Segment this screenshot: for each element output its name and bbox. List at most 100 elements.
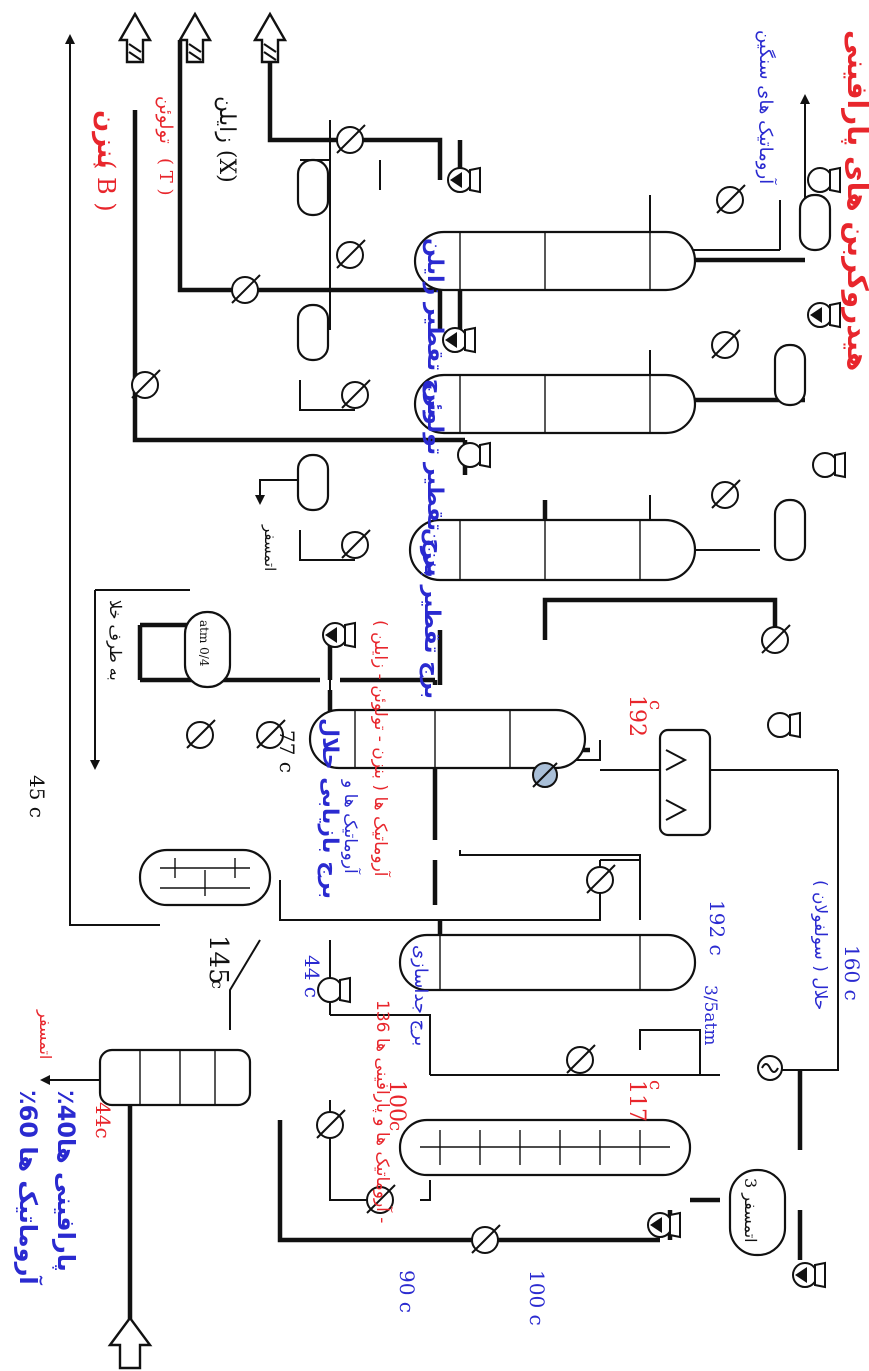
reflux-drum-1 <box>296 158 330 217</box>
temp-100c: 100 c <box>525 1270 549 1326</box>
hx-12 <box>186 719 216 749</box>
vacuum-drum <box>183 610 232 689</box>
heat-exchangers <box>131 124 791 1254</box>
pump-8 <box>767 711 801 739</box>
hx-15 <box>566 1044 596 1074</box>
feed-136-label: آروماتیک ها و پارافینی ها 136 - <box>372 1000 394 1223</box>
benzene-label: بنزن <box>91 110 121 169</box>
reflux-drum-3 <box>296 453 330 512</box>
pumps <box>317 166 846 1289</box>
column-label-stripper: برج جداسازی <box>410 945 431 1046</box>
feed-inlet-arrow <box>107 1315 153 1370</box>
arrow-vac-down <box>90 760 100 770</box>
feed-aromatics-label: ٪60 آروماتیک ها <box>14 1090 43 1285</box>
temp-117: 117 <box>624 1080 649 1122</box>
hx-4 <box>341 379 371 409</box>
extractor-column <box>98 1048 252 1107</box>
toluene-column <box>413 373 697 435</box>
hx-8 <box>711 329 741 359</box>
benzene-symbol: ( B ) <box>92 160 120 212</box>
pump-6 <box>812 451 846 479</box>
hx-10 <box>761 624 791 654</box>
pump-9 <box>317 976 351 1004</box>
paraffin-hydrocarbons-label: هیدروکربن های پارافینی <box>841 30 869 371</box>
pressure-label: 3/5atm <box>700 985 720 1045</box>
xylene-label: زایلن (X) <box>214 96 239 183</box>
hx-18 <box>471 1224 501 1254</box>
vessel-3atm-label: 3 اتمسفر <box>741 1178 760 1243</box>
heavy-aromatics-label: آروماتیک های سنگین <box>755 30 778 185</box>
temp-117-unit: c <box>645 1080 666 1090</box>
kettle-reboiler <box>658 728 712 837</box>
benzene-column <box>408 518 697 582</box>
pump-1 <box>447 166 481 194</box>
xylene-column <box>413 230 697 292</box>
hx-13 <box>532 762 558 788</box>
temp-192-unit: c <box>645 700 666 710</box>
column-label-toluene: برج تقطیر تولوئن <box>422 383 447 576</box>
hx-5 <box>131 369 161 399</box>
text-labels: هیدروکربن های پارافینی بنزن ( B ) تولوئن… <box>14 30 869 1326</box>
temp-100c-top-unit: c <box>385 1121 406 1131</box>
hx-3 <box>231 274 261 304</box>
outlet-benzene-arrow <box>117 11 153 64</box>
reboiler-drum-3 <box>773 498 807 562</box>
hx-11 <box>256 719 286 749</box>
wash-column <box>398 1118 692 1177</box>
outlet-toluene-arrow <box>177 11 213 64</box>
hx-9 <box>711 479 741 509</box>
hx-2 <box>336 239 366 269</box>
pump-5 <box>807 301 841 329</box>
pump-11 <box>792 1261 826 1289</box>
extractive-column <box>398 933 697 992</box>
hx-6 <box>341 529 371 559</box>
temp-45c: 45 c <box>25 775 49 818</box>
arrow-atm2-down <box>255 495 265 505</box>
toluene-label: تولوئن <box>155 96 176 144</box>
reboiler-drum-1 <box>798 193 832 252</box>
hx-17 <box>366 1184 396 1214</box>
temp-145-unit: c <box>208 980 227 989</box>
product-outlets <box>40 11 810 1370</box>
column-label-benzene: برج تقطیر بنزن <box>419 528 444 699</box>
settler-vessel <box>138 848 272 907</box>
hx-19 <box>757 1055 783 1081</box>
temp-44c-b: 44 c <box>300 955 324 998</box>
to-vacuum-label: به طرف خلا <box>106 600 125 681</box>
reflux-drum-2 <box>296 303 330 362</box>
temp-192c: 192 c <box>705 900 729 956</box>
temp-77c: 77 c <box>275 730 299 773</box>
extract-label: آروماتیک ها و <box>340 779 362 875</box>
feed-paraffins-label: ٪40پارافینی ها <box>52 1090 80 1272</box>
solvent-label: حلال ( سولفولان ) <box>810 880 830 1010</box>
vessels <box>98 158 832 1257</box>
pump-3 <box>457 441 491 469</box>
hx-16 <box>316 1109 346 1139</box>
temp-145: 145 <box>203 935 233 985</box>
hx-14 <box>586 864 616 894</box>
atmosphere-label-1: اتمسفر <box>35 1009 55 1059</box>
temp-100c-top: 100 <box>384 1080 409 1122</box>
outlet-xylene-arrow <box>252 11 288 64</box>
column-label-xylene: برج تقطیر زایلن <box>422 238 447 417</box>
pump-2 <box>442 326 476 354</box>
arrow-atm-left <box>40 1075 50 1085</box>
arrow-heavy-up <box>800 94 810 104</box>
arrow-paraffin-up <box>65 34 75 44</box>
temp-192: 192 <box>624 695 649 737</box>
vessel-3atm <box>728 1168 787 1257</box>
column-label-recovery: برج بازیابی حلال <box>317 718 342 899</box>
temp-160c: 160 c <box>840 945 864 1001</box>
hx-1 <box>336 124 366 154</box>
pump-4 <box>807 166 841 194</box>
pump-7 <box>322 621 356 649</box>
hx-7 <box>716 184 746 214</box>
temp-44c: 44c <box>91 1102 115 1139</box>
atmosphere-label-2: اتمسفر <box>261 524 279 571</box>
reboiler-drum-2 <box>773 343 807 407</box>
toluene-symbol: ( T ) <box>155 158 176 196</box>
pump-10 <box>647 1211 681 1239</box>
temp-90c: 90 c <box>395 1270 419 1313</box>
aromatics-mix-label: آروماتیک ها ( بنزن - تولوئن - زایلن ) <box>370 620 392 878</box>
